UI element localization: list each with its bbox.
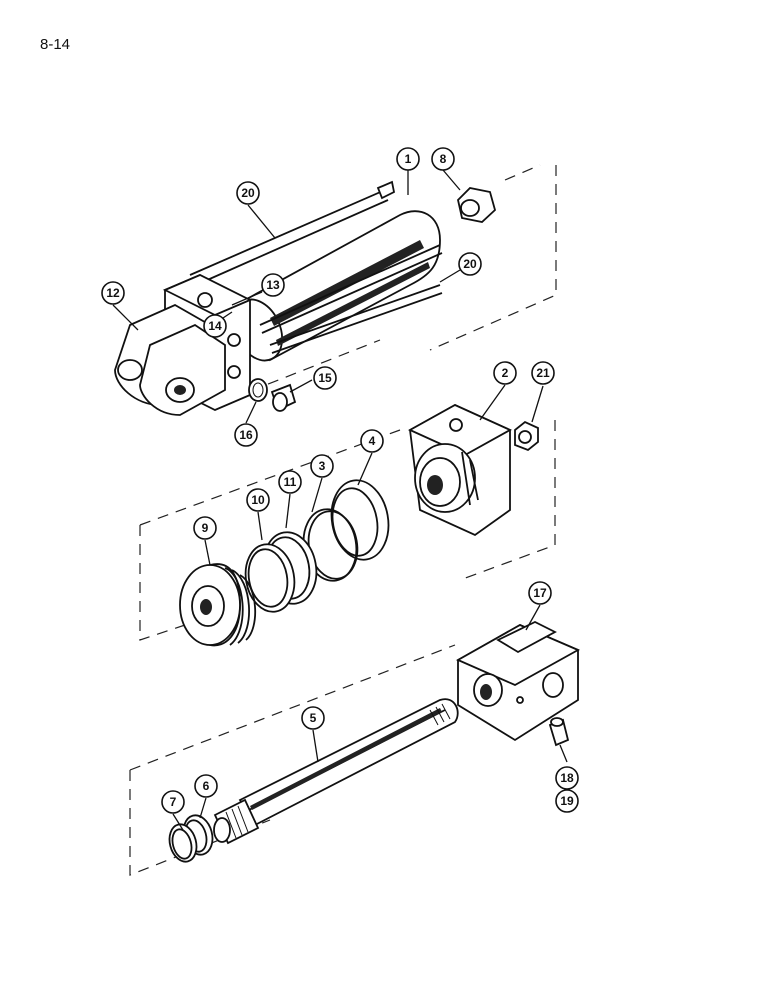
svg-text:20: 20	[463, 257, 477, 271]
callout-7: 7	[161, 790, 185, 814]
svg-text:13: 13	[266, 278, 280, 292]
svg-text:6: 6	[203, 779, 210, 793]
callout-13: 13	[261, 273, 285, 297]
svg-text:1: 1	[405, 152, 412, 166]
rings-6-7	[168, 814, 214, 863]
callout-20-upper: 20	[236, 181, 260, 205]
callout-5: 5	[301, 706, 325, 730]
svg-text:18: 18	[560, 771, 574, 785]
svg-text:11: 11	[284, 475, 297, 489]
callout-12: 12	[101, 281, 125, 305]
head-assembly-2	[408, 403, 539, 537]
svg-text:3: 3	[319, 459, 326, 473]
svg-text:17: 17	[533, 586, 547, 600]
svg-text:9: 9	[202, 521, 209, 535]
svg-text:16: 16	[239, 428, 253, 442]
seal-rings	[244, 479, 390, 613]
set-screw-18-19	[548, 717, 570, 747]
callout-4: 4	[360, 429, 384, 453]
plug-15-seal-16	[248, 378, 297, 412]
callout-10: 10	[246, 488, 270, 512]
callout-17: 17	[528, 581, 552, 605]
svg-text:21: 21	[536, 366, 550, 380]
callout-11: 11	[278, 470, 302, 494]
nut-8	[457, 187, 497, 223]
callout-20-right: 20	[458, 252, 482, 276]
callout-1: 1	[396, 147, 420, 171]
svg-text:2: 2	[502, 366, 509, 380]
piston-rod-5	[213, 698, 459, 845]
callout-8: 8	[431, 147, 455, 171]
svg-text:14: 14	[208, 319, 222, 333]
page-number: 8-14	[40, 36, 71, 53]
callout-19: 19	[555, 789, 579, 813]
callout-2: 2	[493, 361, 517, 385]
leader-lines	[112, 169, 568, 831]
svg-text:12: 12	[106, 286, 120, 300]
group-outlines	[129, 164, 557, 876]
callout-3: 3	[310, 454, 334, 478]
svg-text:19: 19	[560, 794, 574, 808]
callout-6: 6	[194, 774, 218, 798]
svg-text:4: 4	[369, 434, 376, 448]
callout-18: 18	[555, 766, 579, 790]
svg-text:20: 20	[241, 186, 255, 200]
callout-16: 16	[234, 423, 258, 447]
svg-text:15: 15	[318, 371, 332, 385]
piston-9	[179, 563, 257, 647]
svg-text:7: 7	[170, 795, 177, 809]
rod-end-17	[455, 620, 581, 742]
svg-text:5: 5	[310, 711, 317, 725]
svg-text:10: 10	[251, 493, 265, 507]
callout-15: 15	[313, 366, 337, 390]
svg-text:8: 8	[440, 152, 447, 166]
callout-21: 21	[531, 361, 555, 385]
callout-9: 9	[193, 516, 217, 540]
callout-14: 14	[203, 314, 227, 338]
cylinder-barrel-assembly	[114, 180, 443, 416]
